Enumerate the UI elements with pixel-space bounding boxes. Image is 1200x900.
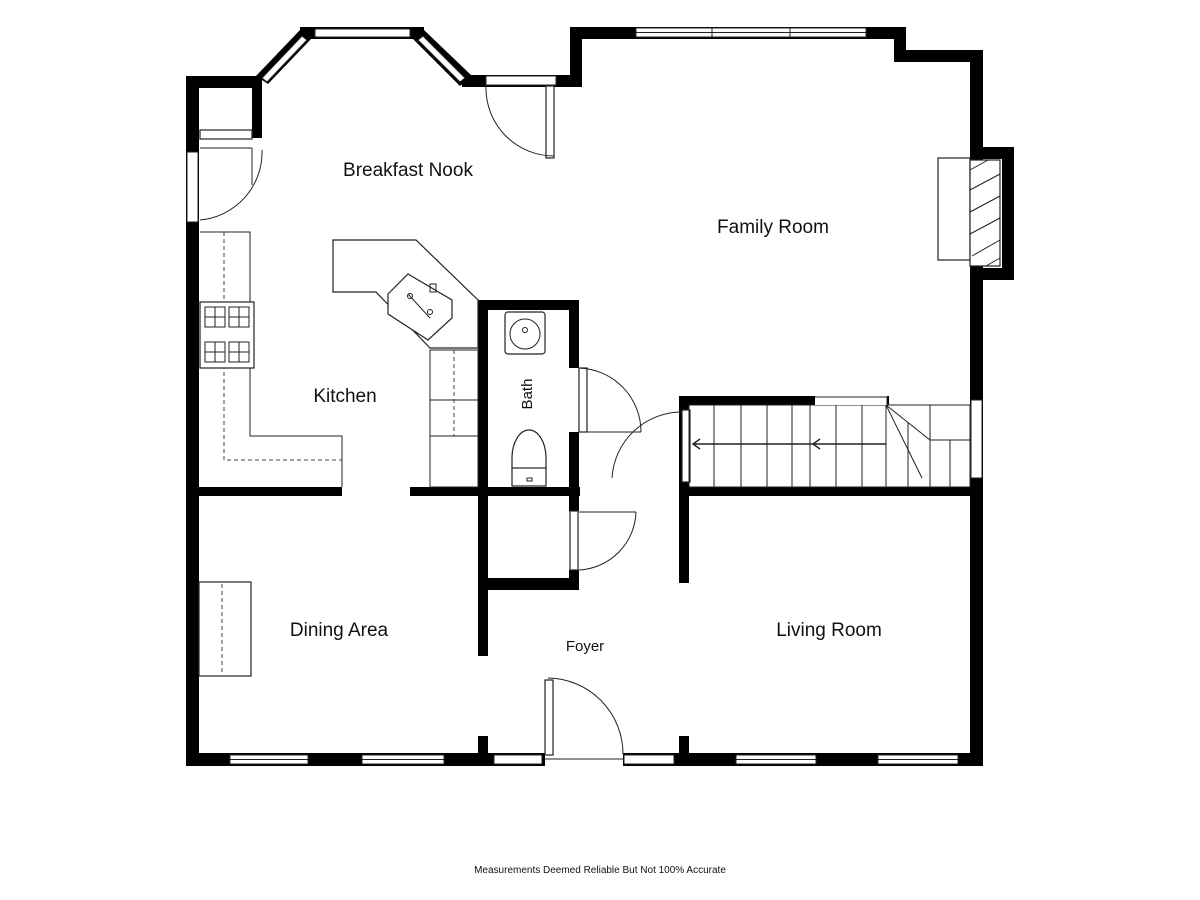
wall-left-exterior — [186, 76, 199, 766]
wall-top-left — [186, 76, 262, 88]
window-stair-right — [970, 399, 983, 479]
wall-bath-left — [478, 300, 488, 590]
door-nook-swing — [485, 85, 555, 157]
door-stair-swing — [611, 411, 683, 479]
bay-window-left — [261, 35, 308, 83]
toilet-tank — [511, 467, 547, 487]
wall-foyer-left-a — [478, 590, 488, 656]
door-closet-leaf[interactable] — [199, 129, 253, 140]
label-foyer: Foyer — [566, 638, 604, 655]
fireplace — [937, 157, 1001, 267]
wall-family-step-b — [894, 50, 983, 62]
walls — [186, 27, 1014, 766]
dining-buffet — [198, 581, 252, 677]
wall-stair-top — [679, 396, 889, 405]
kitchen-cabinet-lower — [429, 435, 479, 488]
wall-foyer-left-b — [478, 736, 488, 766]
door-nook-leaf[interactable] — [545, 85, 555, 159]
label-bath: Bath — [519, 379, 536, 410]
door-hall-closet-swing — [578, 511, 637, 571]
kitchen-cabinet-dash — [223, 232, 342, 461]
wall-fireplace-right — [1002, 147, 1014, 280]
window-nook-top — [485, 75, 557, 86]
wall-bath-top — [478, 300, 579, 310]
bay-window — [256, 27, 472, 86]
wall-living-top — [679, 487, 983, 496]
wall-kitchen-dining — [186, 487, 342, 496]
wall-closet-right-a — [569, 487, 579, 511]
staircase[interactable] — [688, 395, 971, 488]
door-hall-closet-leaf[interactable] — [569, 510, 579, 571]
door-front-swing — [547, 677, 624, 755]
door-closet-swing — [199, 149, 263, 221]
room-labels: Breakfast Nook Family Room Kitchen Bath … — [290, 160, 882, 655]
wall-closet-bottom — [478, 578, 579, 590]
label-living-room: Living Room — [776, 620, 882, 641]
wall-living-left-b — [679, 736, 689, 766]
wall-bath-right-upper — [569, 300, 579, 368]
wall-nook-stub — [570, 27, 582, 87]
windows — [186, 27, 983, 765]
door-front-leaf[interactable] — [544, 679, 554, 756]
window-foyer-2 — [623, 754, 675, 765]
window-left-nook — [186, 151, 199, 223]
disclaimer-text: Measurements Deemed Reliable But Not 100… — [474, 865, 726, 876]
wall-fireplace-bottom — [970, 268, 1014, 280]
label-family-room: Family Room — [717, 217, 829, 238]
stair-outline — [688, 404, 971, 488]
door-bath-swing — [578, 367, 642, 433]
kitchen-fixtures — [199, 231, 479, 488]
bay-window-right — [417, 35, 466, 83]
door-stair-leaf[interactable] — [681, 409, 691, 483]
stove-burners — [204, 306, 250, 363]
stove — [199, 301, 255, 369]
kitchen-counter-outline — [200, 231, 343, 487]
window-foyer-1 — [493, 754, 543, 765]
doors — [199, 85, 691, 756]
label-kitchen: Kitchen — [313, 386, 376, 407]
door-bath-leaf[interactable] — [578, 367, 588, 433]
wall-closet-right — [252, 76, 262, 138]
label-breakfast-nook: Breakfast Nook — [343, 160, 473, 181]
fireplace-hearth — [937, 157, 971, 261]
wall-closet-right-b — [569, 570, 579, 590]
label-dining-area: Dining Area — [290, 620, 389, 641]
wall-kitchen-hall — [410, 487, 580, 496]
wall-bath-right-lower — [569, 432, 579, 496]
toilet-bowl — [511, 429, 547, 471]
bay-window-center — [314, 28, 411, 38]
bath-fixtures — [504, 311, 547, 487]
